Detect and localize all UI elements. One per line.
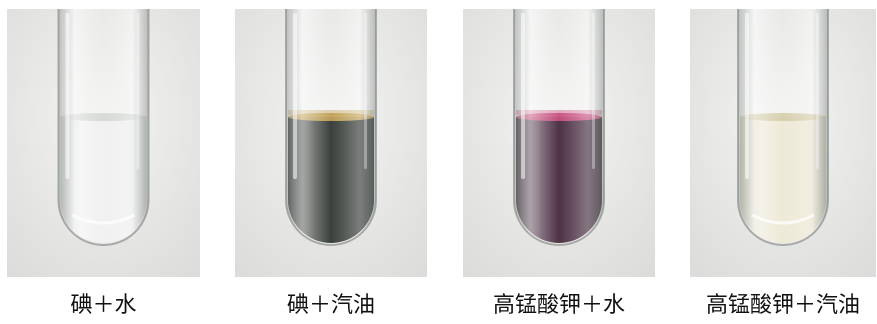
caption-permanganate-gasoline: 高锰酸钾＋汽油 — [705, 293, 860, 318]
test-tube-illustration — [7, 9, 200, 277]
test-tube-illustration — [463, 9, 655, 277]
test-tube-photo-permanganate-water — [463, 9, 655, 277]
caption-iodine-water: 碘＋水 — [70, 293, 137, 318]
caption-iodine-gasoline: 碘＋汽油 — [286, 293, 375, 318]
test-tube-photo-iodine-water — [7, 9, 200, 277]
test-tube-illustration — [690, 9, 876, 277]
caption-permanganate-water: 高锰酸钾＋水 — [492, 293, 625, 318]
test-tube-illustration — [235, 9, 427, 277]
test-tube-photo-iodine-gasoline — [235, 9, 427, 277]
test-tube-photo-permanganate-gasoline — [690, 9, 876, 277]
